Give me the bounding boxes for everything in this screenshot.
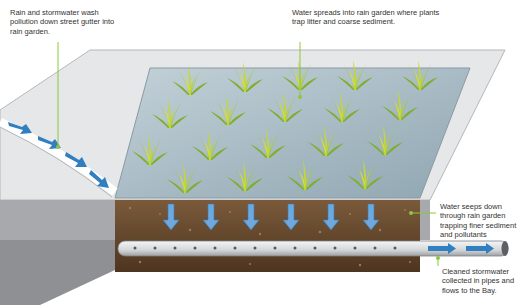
callout-text: Rain and stormwater wash pollution down …	[10, 8, 128, 36]
soil-section	[115, 200, 420, 272]
pipe-holes	[134, 247, 397, 250]
callout-text: Cleaned stormwater collected in pipes an…	[442, 267, 518, 295]
gutter-edge	[0, 127, 112, 197]
perforated-pipe	[118, 241, 508, 256]
pipe-flow-arrows	[428, 243, 494, 254]
callout-text: Water seeps down through rain garden tra…	[440, 202, 518, 240]
road-face	[0, 240, 115, 305]
leader-lines	[58, 42, 438, 266]
seepage-arrows	[163, 204, 379, 230]
pavement-top	[0, 50, 505, 200]
pipe-end	[502, 241, 509, 256]
leader-dots	[56, 95, 440, 260]
callout-text: Water spreads into rain garden where pla…	[292, 8, 442, 27]
plants	[132, 60, 438, 193]
